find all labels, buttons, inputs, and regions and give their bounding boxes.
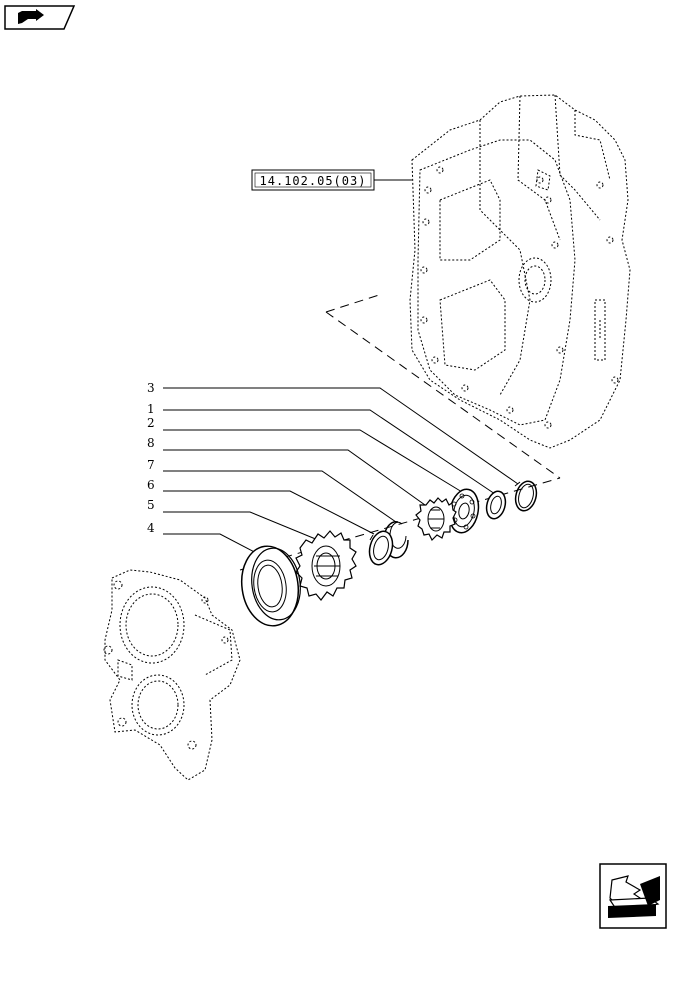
assembly-axis-line <box>239 293 561 571</box>
book-nav-icon[interactable] <box>4 5 76 30</box>
next-page-nav-icon[interactable] <box>599 863 667 929</box>
reference-label-box[interactable]: 14.102.05(03) <box>251 169 412 191</box>
front-cover-plate <box>103 569 241 781</box>
part-large-gear <box>295 530 357 601</box>
part-snap-ring <box>514 480 538 512</box>
part-small-gear <box>415 497 457 542</box>
callout-number-6: 6 <box>147 478 155 492</box>
transmission-housing <box>409 94 631 449</box>
part-washer <box>485 490 507 520</box>
reference-label: 14.102.05(03) <box>260 174 367 188</box>
callouts: 3 1 2 8 7 6 5 4 <box>147 381 519 557</box>
callout-number-3: 3 <box>147 381 155 395</box>
callout-number-4: 4 <box>147 521 155 535</box>
callout-number-2: 2 <box>147 416 155 430</box>
part-seal <box>240 545 301 627</box>
callout-number-1: 1 <box>147 402 155 416</box>
callout-number-8: 8 <box>147 436 155 450</box>
part-ring <box>368 530 394 566</box>
callout-number-5: 5 <box>147 498 155 512</box>
callout-number-7: 7 <box>147 458 155 472</box>
